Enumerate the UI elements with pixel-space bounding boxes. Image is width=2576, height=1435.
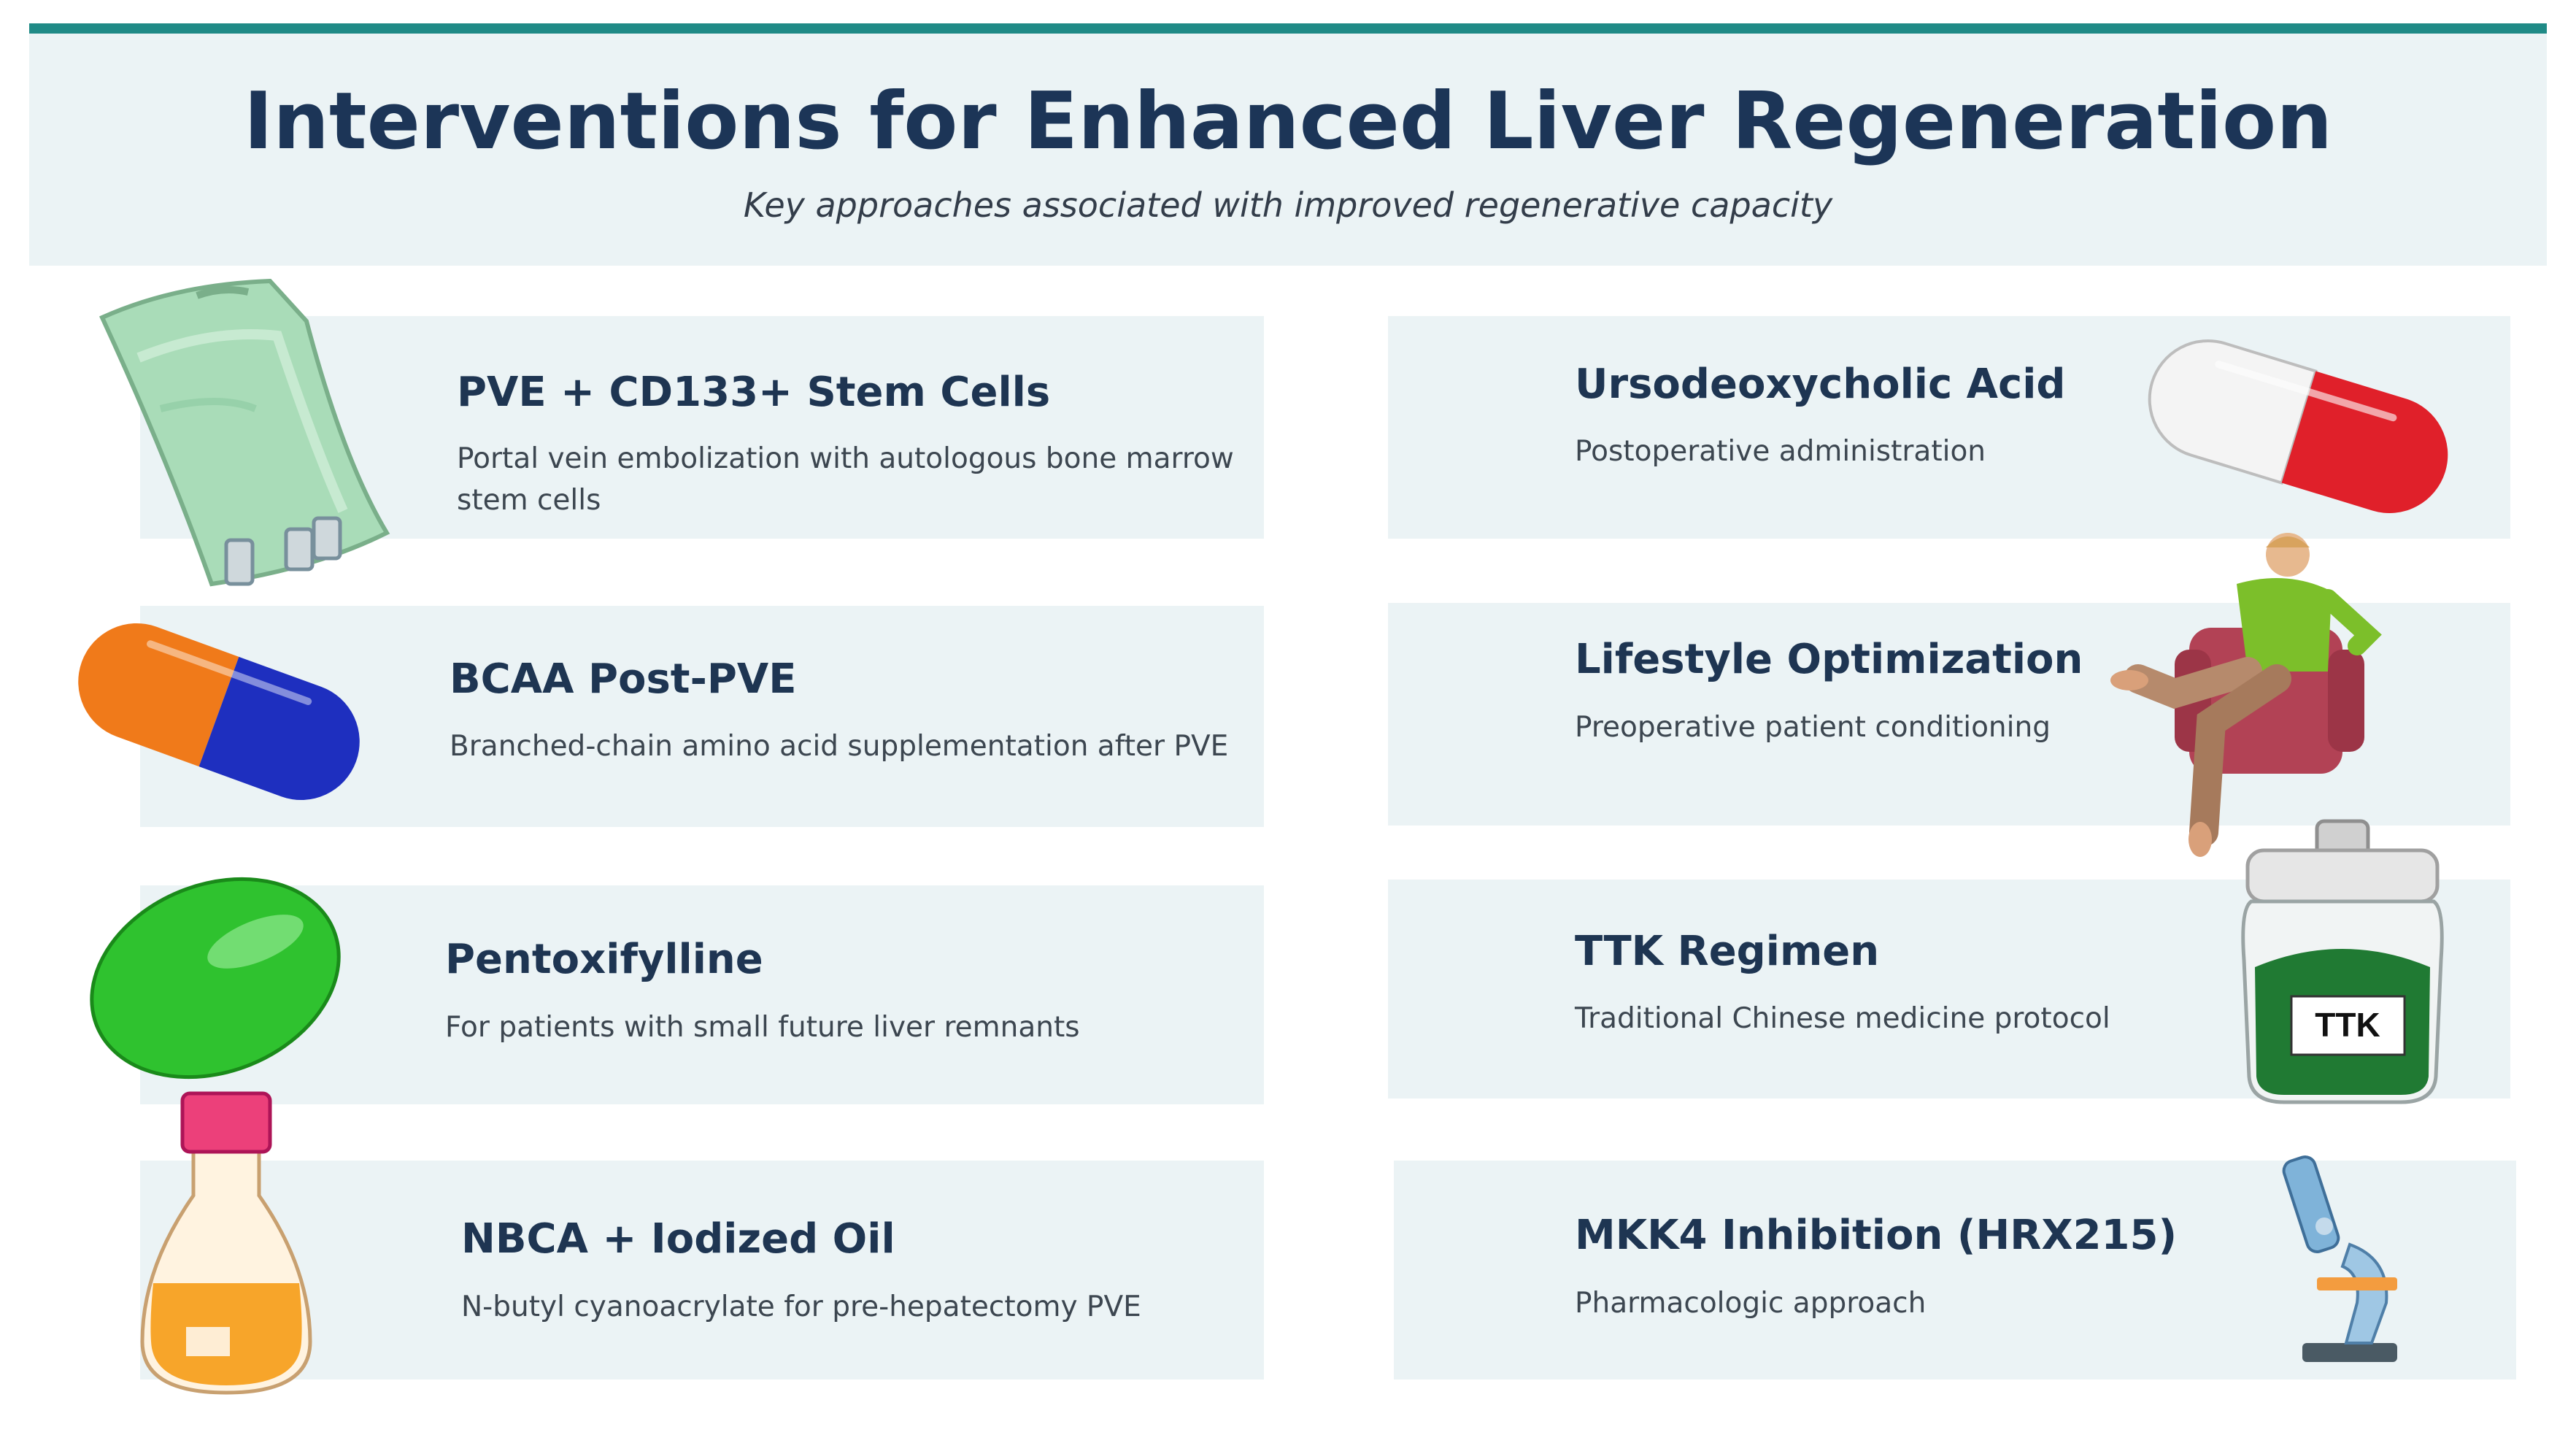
card-title: Lifestyle Optimization xyxy=(1575,636,2083,683)
card-description: Traditional Chinese medicine protocol xyxy=(1575,1002,2110,1035)
card-description: N-butyl cyanoacrylate for pre-hepatectom… xyxy=(461,1290,1141,1323)
card-description: Preoperative patient conditioning xyxy=(1575,711,2051,744)
card-nbca: NBCA + Iodized Oil N-butyl cyanoacrylate… xyxy=(140,1161,1264,1380)
card-title: BCAA Post-PVE xyxy=(450,655,797,703)
microscope-icon xyxy=(2282,1155,2397,1362)
orange-blue-capsule-icon xyxy=(78,623,360,801)
header-banner: Interventions for Enhanced Liver Regener… xyxy=(29,34,2547,266)
card-title: TTK Regimen xyxy=(1575,928,1880,975)
card-title: PVE + CD133+ Stem Cells xyxy=(457,369,1051,416)
page-title: Interventions for Enhanced Liver Regener… xyxy=(243,76,2333,167)
red-white-capsule-icon xyxy=(2148,339,2448,513)
card-description: Pharmacologic approach xyxy=(1575,1287,1927,1320)
card-description: Portal vein embolization with autologous… xyxy=(457,442,1234,517)
iv-bag-icon xyxy=(99,278,390,587)
card-description: Branched-chain amino acid supplementatio… xyxy=(450,730,1229,763)
jar-label: TTK xyxy=(2315,1006,2380,1044)
flask-icon xyxy=(140,1091,312,1395)
header-accent-bar xyxy=(29,23,2547,34)
card-title: MKK4 Inhibition (HRX215) xyxy=(1575,1212,2178,1259)
page-subtitle: Key approaches associated with improved … xyxy=(743,185,1833,225)
herb-jar-icon: TTK xyxy=(2241,819,2444,1104)
card-description: For patients with small future liver rem… xyxy=(445,1011,1080,1044)
card-description: Postoperative administration xyxy=(1575,435,1986,468)
green-tablet-icon xyxy=(90,877,341,1080)
card-title: NBCA + Iodized Oil xyxy=(461,1215,895,1263)
card-ursodeoxycholic: Ursodeoxycholic Acid Postoperative admin… xyxy=(1388,316,2510,539)
person-armchair-icon xyxy=(2110,533,2382,857)
card-title: Ursodeoxycholic Acid xyxy=(1575,361,2066,408)
card-title: Pentoxifylline xyxy=(445,936,763,983)
